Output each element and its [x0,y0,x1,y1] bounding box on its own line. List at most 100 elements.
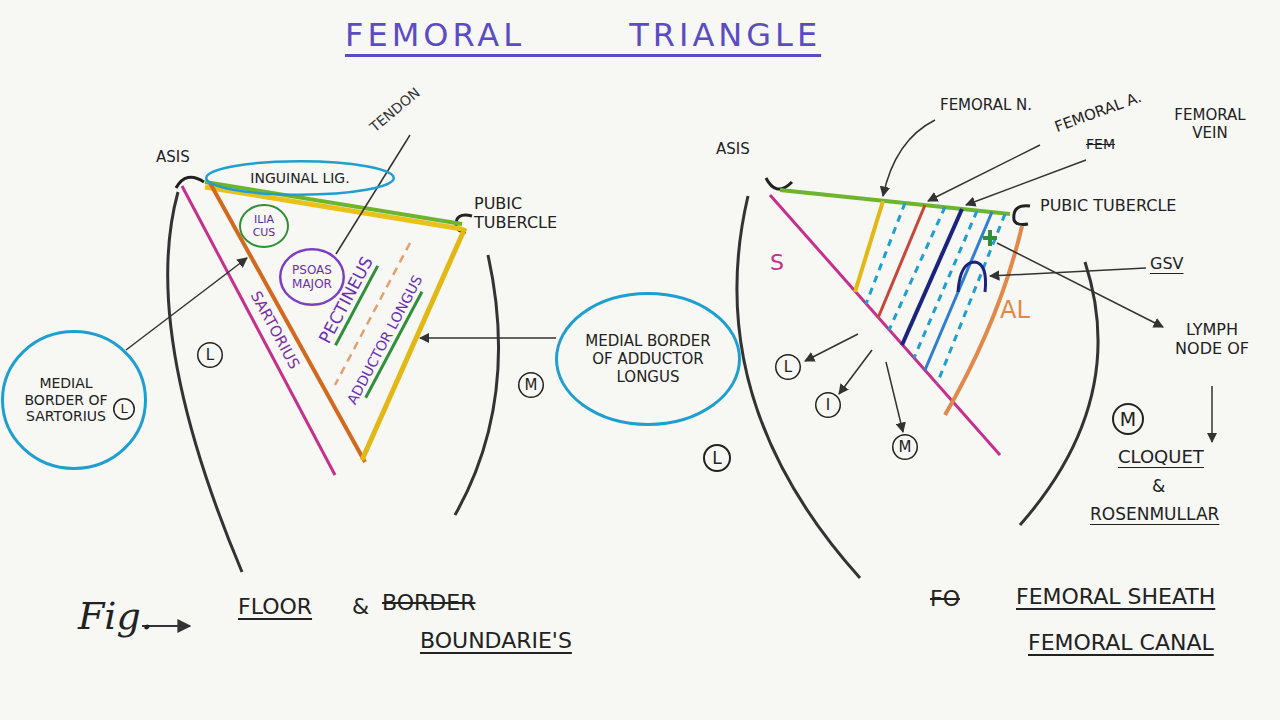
outline-ellipse [557,294,740,425]
leader-arrow [997,243,1163,327]
outline-ellipse [206,161,394,195]
node-label: L [784,358,792,376]
ligament-oval: INGUINAL LIG. [205,160,395,196]
part-label: FEMORAL A. [1052,88,1144,136]
femoral-artery-line [878,205,925,318]
node-label: M [1120,408,1136,431]
lymph-node-mark [988,230,992,246]
outline-ellipse [114,399,135,420]
side-marker: M [892,434,918,460]
part-label: CLOQUET [1118,446,1204,468]
outline-ellipse [776,355,801,380]
leader-arrow [805,334,858,361]
leader-arrow [928,145,1040,201]
node-label: L [712,448,721,468]
leader-arrow [1211,386,1213,442]
part-label: GSV [1150,254,1184,273]
femoral-sheath-line [866,203,905,304]
node-label: ILIA CUS [246,213,282,239]
node-text-box: L [712,448,721,468]
node-text-box: M [899,438,912,456]
sartorius-lateral-line [182,186,335,475]
outline-ellipse [704,445,730,471]
node-text-box: MEDIAL BORDER OF SARTORIUS [16,375,116,425]
thigh-outline [168,192,242,572]
leader-arrow [883,120,935,196]
outline-ellipse [519,373,544,398]
note-ellipse: MEDIAL BORDER OF ADDUCTOR LONGUS [555,292,741,426]
thigh-outline [455,255,499,515]
node-label: MEDIAL BORDER OF SARTORIUS [16,375,116,425]
leader-arrow [126,258,247,350]
part-label: ASIS [716,140,750,158]
node-text-box: M [1120,408,1136,431]
node-text-box: L [784,358,792,376]
part-label: Fig. [78,594,153,640]
part-label: FEM [1086,136,1115,153]
part-label: & [1152,476,1165,496]
part-label: S [770,250,784,276]
femoral-nerve-line [855,201,883,292]
part-label: FEMORAL CANAL [1028,630,1214,656]
part-label: FLOOR [238,594,312,620]
outline-ellipse [280,249,344,305]
outline-ellipse [3,332,146,469]
side-marker: L [197,342,223,368]
outline-ellipse [893,435,918,460]
outline-ellipse [1113,404,1143,434]
asis-mark [176,177,204,188]
side-marker: L [703,444,731,472]
pubic-tubercle-mark [1014,206,1030,225]
thigh-outline [1020,262,1098,525]
part-label: LYMPH NODE OF [1170,320,1254,358]
side-marker: M [518,372,544,398]
node-text-box: MEDIAL BORDER OF ADDUCTOR LONGUS [580,332,716,386]
node-label: M [525,376,538,394]
node-label: L [120,401,127,417]
outline-ellipse [816,393,841,418]
part-label: BOUNDARIE'S [420,628,572,654]
part-label: FEMORAL VEIN [1160,106,1260,142]
leader-line [336,135,410,254]
note-circle: MEDIAL BORDER OF SARTORIUSL [1,330,147,470]
thigh-outline [737,196,860,578]
outline-ellipse [240,205,288,247]
node-label: PSOAS MAJOR [286,263,338,292]
femoral-sheath-line [937,214,1005,384]
node-text-box: L [206,346,214,364]
part-label: & [352,594,369,620]
part-label: FO [930,586,960,612]
side-marker: M [1112,403,1144,435]
side-marker: L [113,398,135,420]
node-text-box: ILIA CUS [246,213,282,239]
outline-ellipse [198,343,223,368]
gsv-arch [958,262,986,292]
node-text-box: PSOAS MAJOR [286,263,338,292]
node-text-box: I [826,396,830,414]
node-text-box: M [525,376,538,394]
part-label: ROSENMULLAR [1090,504,1219,524]
leader-arrow [990,268,1146,276]
part-label: ASIS [156,148,190,166]
leader-arrow [420,337,556,339]
part-label: FEMORAL SHEATH [1016,584,1215,610]
leader-arrow [839,350,872,394]
muscle-circle: ILIA CUS [239,204,289,248]
part-label: PUBIC TUBERCLE [474,194,604,232]
node-label: M [899,438,912,456]
node-text-box: L [120,401,127,417]
sartorius-line [770,195,1000,455]
node-label: L [206,346,214,364]
part-label: PUBIC TUBERCLE [1040,196,1180,215]
leader-arrow [886,362,903,432]
asis-mark [766,178,792,189]
node-text-box: INGUINAL LIG. [250,170,349,187]
femoral-canal-line [914,211,977,358]
femoral-canal-line [925,212,992,370]
part-label: AL [1000,296,1030,325]
part-label: FEMORAL N. [940,96,1032,114]
inguinal-ligament-line [205,182,462,224]
node-label: MEDIAL BORDER OF ADDUCTOR LONGUS [580,332,716,386]
part-label: TENDON [367,84,424,136]
